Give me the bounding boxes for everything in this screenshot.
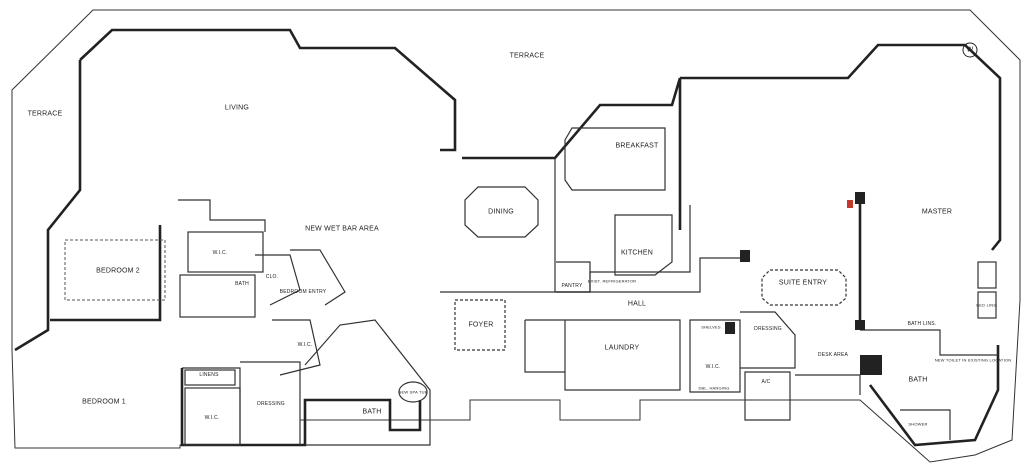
wic-center-wall [272,319,321,376]
column-master-2 [855,320,865,330]
clo-wall [255,254,301,306]
bath-bed1-wall [304,319,431,446]
column-dressing [725,322,735,334]
column-desk [860,355,882,375]
bed1-inner-wall [182,367,241,445]
refrigerator-label: EXIST. REFRIGERATOR [587,278,637,284]
bed2-wic-wall [187,231,264,273]
linens-closet [184,369,236,386]
dressing-master-label: DRESSING [754,326,782,332]
dining-table [464,186,539,238]
wet-bar-cabinets [290,249,346,306]
living-label: LIVING [224,104,250,112]
pantry-label: PANTRY [561,283,583,289]
bed1-wic-label: W.I.C. [204,415,220,421]
wic-center-label: W.I.C. [297,342,313,348]
kitchen-wall [554,158,691,293]
linens-label: LINENS [199,372,219,378]
new-toilet-label: NEW TOILET IN EXISTING LOCATION [934,357,1012,363]
exterior-wall-living-left [14,60,82,352]
wet-bar-label: NEW WET BAR AREA [305,225,379,233]
terrace-left-label: TERRACE [27,110,63,118]
master-bath-wall [860,329,998,356]
kitchen-label: KITCHEN [620,249,654,257]
exterior-wall-bottom [180,368,422,447]
suite-entry-marker [761,269,847,306]
master-bath-label: BATH [908,376,928,384]
bed1-wic-wall [184,387,241,446]
exterior-wall-left [79,28,457,152]
master-wic-label: W.I.C. [705,364,721,370]
laundry-wall [525,319,681,391]
clo-label: CLO. [265,274,279,280]
terrace-top-label: TERRACE [509,52,545,60]
bath-bed1-label: BATH [362,408,382,416]
shower-label: SHOWER [908,421,928,427]
master-label: MASTER [921,208,953,216]
suite-entry-label: SUITE ENTRY [778,279,828,287]
hall-label: HALL [627,300,647,308]
desk-area-label: DESK AREA [817,352,849,358]
bed-lins-closet [977,291,997,319]
column-red [847,200,853,208]
bedroom1-label: BEDROOM 1 [82,398,126,406]
master-wic-wall [689,319,741,393]
dining-label: DINING [488,208,514,216]
shower-wall [900,409,951,440]
laundry-small-bath [524,320,565,373]
breakfast-label: BREAKFAST [615,142,659,150]
ac-wall [744,371,791,421]
interior-wall-bed2 [50,225,162,322]
column-hall [740,250,750,262]
foyer-label: FOYER [468,321,494,329]
dressing-bed1-label: DRESSING [257,401,285,407]
dressing-bed1-wall [240,361,301,445]
bedroom-entry-label: BEDROOM ENTRY [279,289,327,295]
desk-area-wall [795,374,861,395]
spa-tub-label: NEW SPA TUB [398,389,428,395]
column-master-1 [855,192,865,204]
bath-lins-closet [977,261,997,289]
dressing-master-wall [740,311,796,369]
bed-lins-label: BED LINS. [976,302,998,308]
dbl-hanging-label: DBL. HANGING [698,385,730,391]
compass-circle [962,42,978,58]
kitchen-island [614,214,673,276]
exterior-wall-master [680,43,1002,251]
exterior-wall-dining [462,77,682,230]
laundry-label: LAUNDRY [604,344,640,352]
bedroom2-label: BEDROOM 2 [96,267,140,275]
foyer-marker [454,299,506,351]
exterior-wall-master-bath [868,345,1000,447]
bed2-wic-label: W.I.C. [212,250,228,256]
hall-wall [440,257,750,293]
bed2-bath-wall [179,274,256,318]
wet-bar-wall [178,199,266,232]
breakfast-table [564,127,666,191]
shelves-label: SHELVES [701,324,721,330]
bath-lins-label: BATH LINS. [907,321,937,327]
compass-label: W [966,46,974,54]
ac-label: A/C [761,379,771,385]
terrace-outline [11,9,1021,463]
spa-tub [398,381,428,403]
bed2-bed-outline [64,239,166,301]
bed2-bath-label: BATH [235,281,249,287]
